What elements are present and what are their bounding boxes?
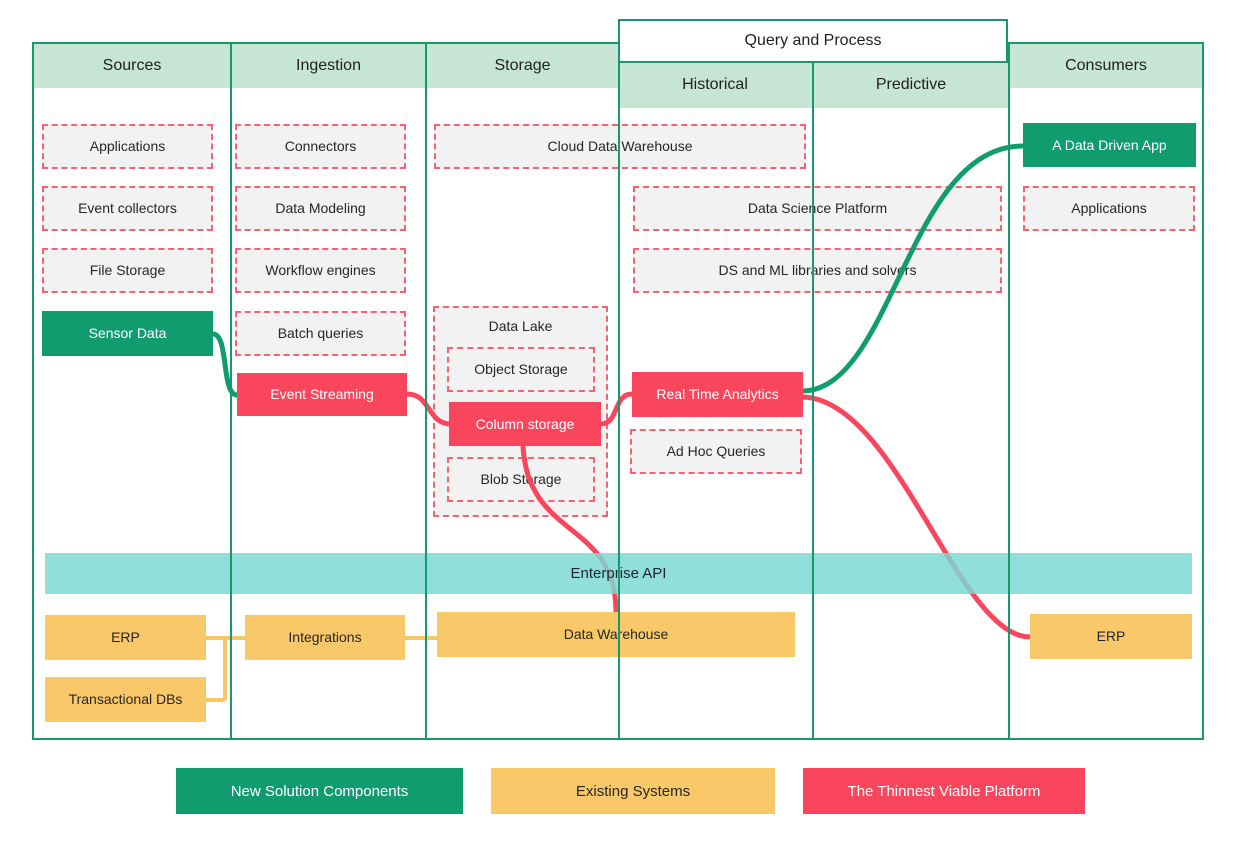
node-batch-queries: Batch queries xyxy=(235,311,406,356)
node-data-science-platform: Data Science Platform xyxy=(633,186,1002,231)
legend-thinnest-viable-platform: The Thinnest Viable Platform xyxy=(803,768,1085,814)
header-historical-label: Historical xyxy=(682,75,748,93)
node-erp-left: ERP xyxy=(45,615,206,660)
node-label: Real Time Analytics xyxy=(656,386,779,403)
node-connectors: Connectors xyxy=(235,124,406,169)
node-label: ERP xyxy=(1096,628,1126,645)
node-label: Column storage xyxy=(475,415,575,432)
node-sensor-data: Sensor Data xyxy=(42,311,213,356)
column-divider xyxy=(425,42,427,740)
node-label: File Storage xyxy=(89,262,166,279)
node-label: ERP xyxy=(111,629,140,646)
header-ingestion-label: Ingestion xyxy=(296,57,361,74)
legend-label: New Solution Components xyxy=(230,782,409,800)
node-data-warehouse: Data Warehouse xyxy=(437,612,795,657)
header-consumers: Consumers xyxy=(1010,44,1202,88)
node-label: Applications xyxy=(1071,200,1147,217)
header-predictive-label: Predictive xyxy=(875,75,947,93)
header-storage-label: Storage xyxy=(494,57,551,74)
node-event-collectors: Event collectors xyxy=(42,186,213,231)
node-label: Event Streaming xyxy=(270,386,374,403)
node-data-modeling: Data Modeling xyxy=(235,186,406,231)
legend-label: Existing Systems xyxy=(575,782,691,800)
node-label: Data Science Platform xyxy=(747,200,888,217)
node-label: Data Warehouse xyxy=(563,626,669,643)
node-sources-applications: Applications xyxy=(42,124,213,169)
header-ingestion: Ingestion xyxy=(232,44,425,88)
node-label: Integrations xyxy=(288,629,362,646)
node-label: Object Storage xyxy=(474,361,568,378)
column-divider xyxy=(812,61,814,740)
header-sources-label: Sources xyxy=(102,57,162,74)
column-divider xyxy=(618,42,620,740)
node-label: Applications xyxy=(89,138,166,155)
header-query-and-process-label: Query and Process xyxy=(744,32,882,49)
header-sources: Sources xyxy=(34,44,230,88)
node-label: Transactional DBs xyxy=(68,691,183,708)
node-real-time-analytics: Real Time Analytics xyxy=(632,372,803,417)
node-label: Blob Storage xyxy=(480,471,562,488)
node-cloud-data-warehouse: Cloud Data Warehouse xyxy=(434,124,806,169)
node-consumers-applications: Applications xyxy=(1023,186,1195,231)
column-divider xyxy=(1008,42,1010,740)
header-storage: Storage xyxy=(427,44,618,88)
node-label: Ad Hoc Queries xyxy=(666,443,766,460)
node-label: DS and ML libraries and solvers xyxy=(718,262,917,279)
node-erp-right: ERP xyxy=(1030,614,1192,659)
node-transactional-dbs: Transactional DBs xyxy=(45,677,206,722)
node-label: A Data Driven App xyxy=(1052,136,1167,153)
node-data-driven-app: A Data Driven App xyxy=(1023,123,1196,167)
node-ad-hoc-queries: Ad Hoc Queries xyxy=(630,429,802,474)
node-label: Connectors xyxy=(284,138,357,155)
column-divider xyxy=(230,42,232,740)
node-label: Data Modeling xyxy=(275,200,366,217)
node-label: Event collectors xyxy=(78,200,177,217)
node-label: Sensor Data xyxy=(88,325,167,342)
node-ds-ml-libraries: DS and ML libraries and solvers xyxy=(633,248,1002,293)
node-label: Batch queries xyxy=(277,325,364,342)
header-query-and-process: Query and Process xyxy=(618,19,1008,63)
node-file-storage: File Storage xyxy=(42,248,213,293)
header-historical: Historical xyxy=(618,61,812,108)
node-label: Workflow engines xyxy=(265,262,376,279)
legend-label: The Thinnest Viable Platform xyxy=(847,782,1041,800)
header-consumers-label: Consumers xyxy=(1065,57,1147,74)
node-column-storage: Column storage xyxy=(449,402,601,446)
legend-existing-systems: Existing Systems xyxy=(491,768,775,814)
group-data-lake-label: Data Lake xyxy=(488,318,553,334)
header-predictive: Predictive xyxy=(814,61,1008,108)
node-integrations: Integrations xyxy=(245,615,405,660)
node-event-streaming: Event Streaming xyxy=(237,373,407,416)
legend-new-solution-components: New Solution Components xyxy=(176,768,463,814)
node-workflow-engines: Workflow engines xyxy=(235,248,406,293)
node-object-storage: Object Storage xyxy=(447,347,595,392)
node-blob-storage: Blob Storage xyxy=(447,457,595,502)
